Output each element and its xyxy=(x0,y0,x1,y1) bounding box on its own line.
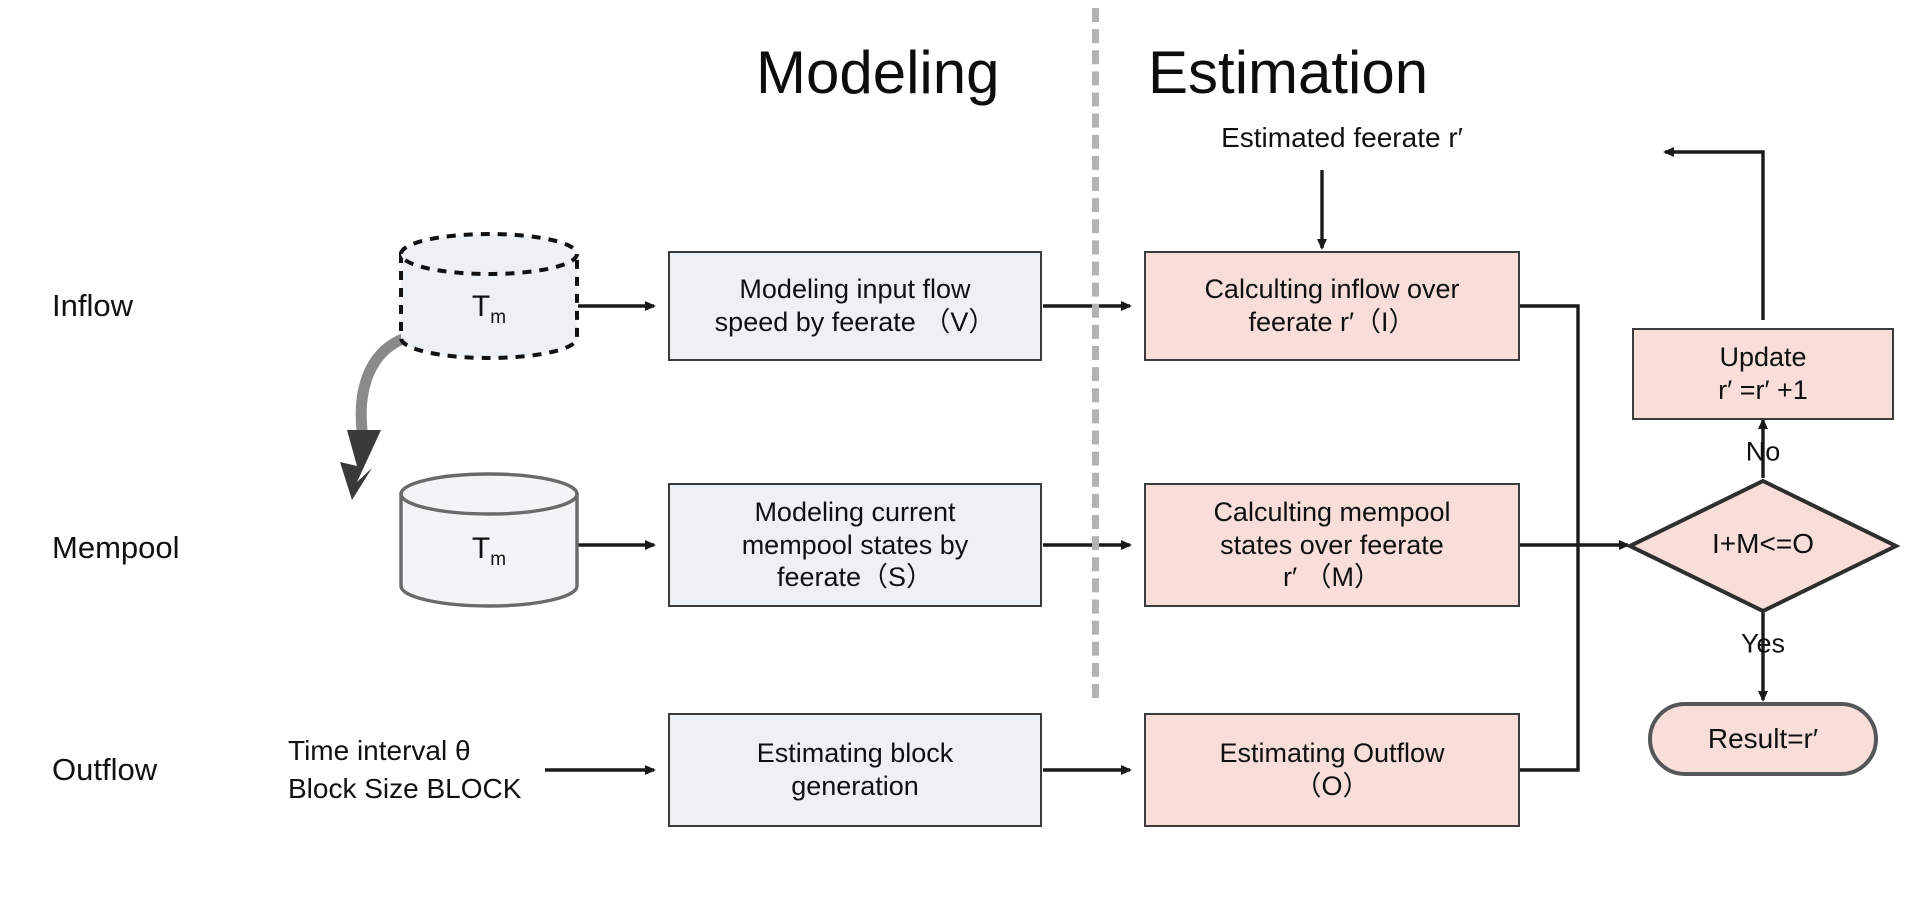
box-calculating-inflow-line2: feerate r′（I） xyxy=(1248,307,1416,337)
box-calculating-inflow-line1: Calculting inflow over xyxy=(1204,274,1460,305)
section-divider xyxy=(1092,8,1099,698)
inflow-cylinder-subscript: m xyxy=(490,307,507,328)
box-estimating-outflow[interactable]: Estimating Outflow （O） xyxy=(1144,713,1520,827)
box-estimating-block-generation-line1: Estimating block xyxy=(756,738,954,769)
result-pill-label: Result=r′ xyxy=(1707,723,1819,754)
section-title-modeling: Modeling xyxy=(756,39,1000,106)
box-calculating-mempool[interactable]: Calculting mempool states over feerate r… xyxy=(1144,483,1520,607)
outflow-input-parameters: Time interval θ Block Size BLOCK xyxy=(288,732,521,808)
box-estimating-outflow-line2: （O） xyxy=(1294,771,1370,801)
box-estimating-outflow-line1: Estimating Outflow xyxy=(1219,738,1445,769)
box-update-line2: r′ =r′ +1 xyxy=(1718,375,1808,405)
mempool-cylinder-label: T xyxy=(471,532,491,565)
row-label-outflow: Outflow xyxy=(52,752,158,787)
box-update-line1: Update xyxy=(1719,342,1807,373)
branch-label-yes: Yes xyxy=(1740,628,1786,659)
box-modeling-mempool-states-line1: Modeling current xyxy=(754,496,956,527)
box-modeling-mempool-states[interactable]: Modeling current mempool states by feera… xyxy=(668,483,1042,607)
box-estimating-block-generation-line2: generation xyxy=(791,771,919,801)
branch-label-no: No xyxy=(1745,436,1781,467)
box-calculating-mempool-line1: Calculting mempool xyxy=(1213,496,1451,527)
inflow-datastore-cylinder: Tm xyxy=(398,232,580,360)
decision-diamond[interactable]: I+M<=O xyxy=(1625,478,1901,614)
result-pill[interactable]: Result=r′ xyxy=(1648,702,1878,776)
section-title-estimation: Estimation xyxy=(1148,39,1429,106)
time-interval-text: Time interval θ xyxy=(288,735,471,767)
box-update-feerate[interactable]: Update r′ =r′ +1 xyxy=(1632,328,1894,420)
inflow-cylinder-label: T xyxy=(471,290,491,323)
row-label-inflow: Inflow xyxy=(52,288,133,323)
estimated-feerate-label: Estimated feerate r′ xyxy=(1221,122,1463,153)
box-modeling-input-flow[interactable]: Modeling input flow speed by feerate （V） xyxy=(668,251,1042,361)
box-calculating-mempool-line2: states over feerate xyxy=(1220,529,1444,560)
box-modeling-mempool-states-line3: feerate（S） xyxy=(776,562,934,593)
row-label-mempool: Mempool xyxy=(52,530,180,565)
box-estimating-block-generation[interactable]: Estimating block generation xyxy=(668,713,1042,827)
box-modeling-input-flow-line2: speed by feerate （V） xyxy=(714,307,996,337)
mempool-datastore-cylinder: Tm xyxy=(398,472,580,610)
box-modeling-input-flow-line1: Modeling input flow xyxy=(739,274,971,305)
decision-diamond-label: I+M<=O xyxy=(1712,528,1814,559)
box-calculating-mempool-line3: r′ （M） xyxy=(1282,562,1382,593)
mempool-cylinder-subscript: m xyxy=(490,549,507,570)
block-size-text: Block Size BLOCK xyxy=(288,773,522,804)
box-calculating-inflow[interactable]: Calculting inflow over feerate r′（I） xyxy=(1144,251,1520,361)
box-modeling-mempool-states-line2: mempool states by xyxy=(741,529,969,560)
